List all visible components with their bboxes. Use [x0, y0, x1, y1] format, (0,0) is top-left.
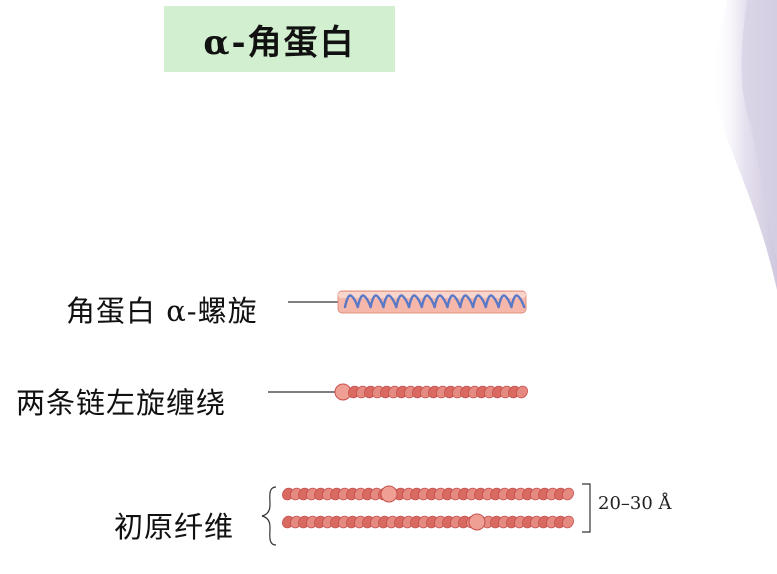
- title-box: α-角蛋白: [164, 6, 395, 72]
- stage-label-alpha-helix: 角蛋白 α-螺旋: [66, 294, 258, 328]
- helix-turn: [395, 294, 411, 309]
- helix-turn: [484, 294, 500, 309]
- helix-turn: [471, 294, 487, 309]
- fibril-junction-knob: [380, 485, 398, 503]
- slide-title: α-角蛋白: [203, 22, 356, 63]
- helix-turn: [369, 294, 385, 309]
- helix-turn: [497, 294, 513, 309]
- stage-label-coiled-coil: 两条链左旋缠绕: [16, 386, 227, 420]
- helix-turn: [433, 294, 449, 309]
- coil-segment: [516, 385, 528, 399]
- helix-turn: [510, 294, 526, 309]
- left-brace: [261, 486, 277, 546]
- stage-label-protofibril: 初原纤维: [114, 510, 235, 544]
- helix-turn: [343, 294, 359, 309]
- coiled-coil-figure: [334, 383, 528, 401]
- helix-turn: [420, 294, 436, 309]
- helix-turn: [382, 294, 398, 309]
- alpha-helix-figure: [337, 290, 527, 314]
- background-decoration: [712, 0, 777, 290]
- helix-turn: [446, 294, 462, 309]
- helix-turn: [459, 294, 475, 309]
- dimension-label: 20–30 Å: [598, 493, 672, 514]
- helix-turn: [356, 294, 372, 309]
- right-bracket: [582, 483, 591, 533]
- helix-turn: [407, 294, 423, 309]
- fibril-coil-segment: [562, 515, 574, 529]
- fibril-junction-knob: [468, 513, 486, 531]
- protofibril-figure: [261, 483, 591, 546]
- fibril-coil-segment: [562, 487, 574, 501]
